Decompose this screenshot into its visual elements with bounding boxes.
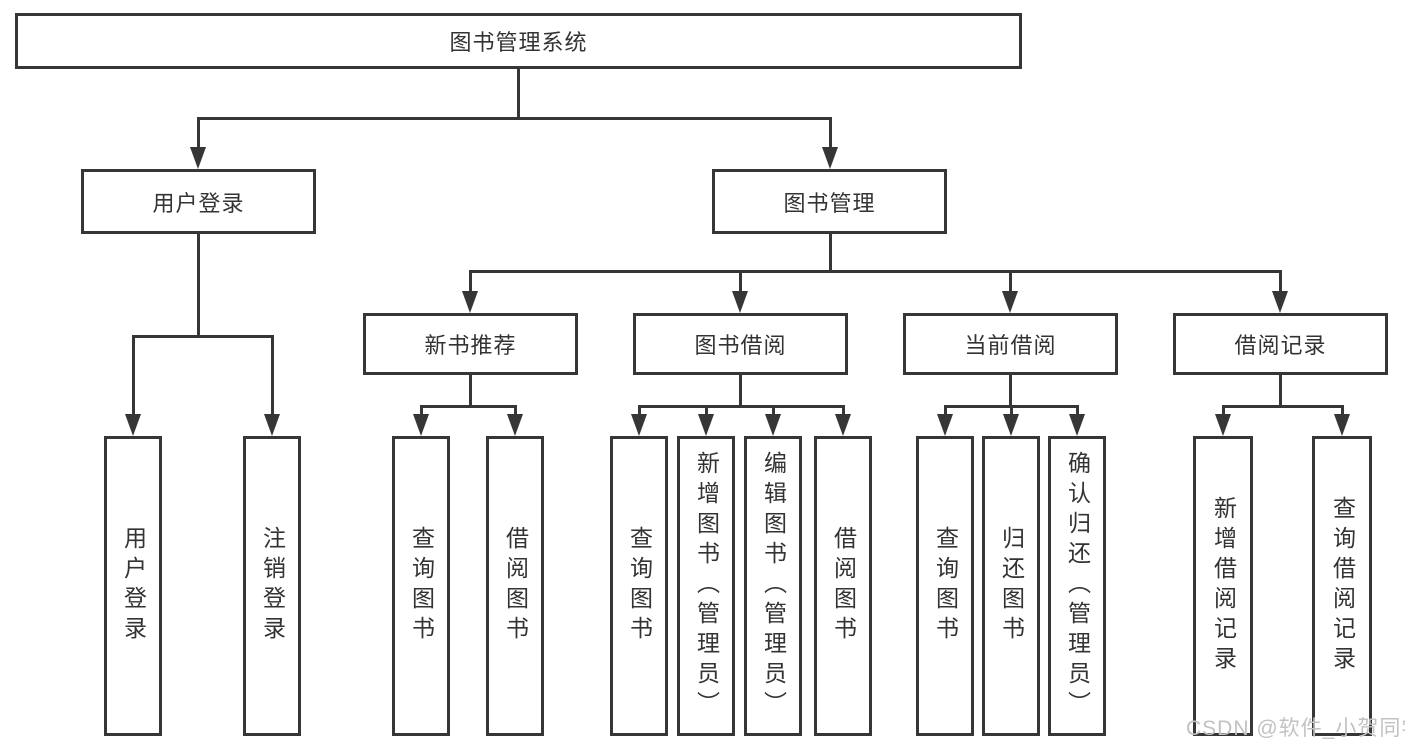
connector-bar-2 bbox=[468, 270, 1282, 273]
node-new_book_rec: 新书推荐 bbox=[363, 313, 578, 375]
node-leaf_add_borrow_record: 新增借阅记录 bbox=[1193, 436, 1253, 736]
arrow-down-icon bbox=[264, 414, 280, 436]
connector-stem-0 bbox=[516, 69, 520, 119]
node-label-leaf_borrow_book_1: 借阅图书 bbox=[502, 526, 529, 646]
connector-stem-2 bbox=[828, 234, 832, 273]
connector-shaft-4-3 bbox=[841, 405, 845, 418]
connector-shaft-0-1 bbox=[828, 117, 832, 151]
node-label-book_mgmt: 图书管理 bbox=[783, 190, 876, 216]
node-leaf_logout: 注销登录 bbox=[243, 436, 301, 736]
arrow-down-icon bbox=[1272, 291, 1288, 313]
node-label-book_borrow: 图书借阅 bbox=[694, 333, 787, 358]
connector-shaft-6-1 bbox=[1340, 405, 1344, 418]
node-leaf_query_book_3: 查询图书 bbox=[916, 436, 974, 736]
connector-shaft-5-0 bbox=[943, 405, 947, 418]
node-label-leaf_edit_book: 编辑图书（管理员） bbox=[760, 451, 787, 721]
connector-shaft-3-0 bbox=[419, 405, 423, 418]
arrow-down-icon bbox=[1069, 414, 1085, 436]
node-leaf_user_login: 用户登录 bbox=[104, 436, 162, 736]
arrow-down-icon bbox=[462, 291, 478, 313]
node-leaf_confirm_return: 确认归还（管理员） bbox=[1048, 436, 1106, 736]
arrow-down-icon bbox=[1215, 414, 1231, 436]
connector-stem-3 bbox=[468, 375, 472, 408]
node-label-leaf_confirm_return: 确认归还（管理员） bbox=[1064, 451, 1091, 721]
node-leaf_borrow_book_2: 借阅图书 bbox=[814, 436, 872, 736]
connector-shaft-1-1 bbox=[270, 335, 274, 418]
connector-shaft-2-0 bbox=[468, 270, 472, 295]
node-borrow_records: 借阅记录 bbox=[1173, 313, 1388, 375]
arrow-down-icon bbox=[631, 414, 647, 436]
node-label-leaf_logout: 注销登录 bbox=[259, 526, 286, 646]
node-label-leaf_borrow_book_2: 借阅图书 bbox=[830, 526, 857, 646]
connector-shaft-2-1 bbox=[738, 270, 742, 295]
node-label-leaf_add_borrow_record: 新增借阅记录 bbox=[1210, 496, 1237, 676]
arrow-down-icon bbox=[1003, 414, 1019, 436]
connector-shaft-2-3 bbox=[1278, 270, 1282, 295]
node-book_borrow: 图书借阅 bbox=[633, 313, 848, 375]
arrow-down-icon bbox=[937, 414, 953, 436]
connector-shaft-4-2 bbox=[771, 405, 775, 418]
node-leaf_edit_book: 编辑图书（管理员） bbox=[744, 436, 802, 736]
arrow-down-icon bbox=[413, 414, 429, 436]
connector-shaft-1-0 bbox=[131, 335, 135, 418]
node-leaf_borrow_book_1: 借阅图书 bbox=[486, 436, 544, 736]
connector-shaft-5-2 bbox=[1075, 405, 1079, 418]
connector-shaft-2-2 bbox=[1008, 270, 1012, 295]
node-label-leaf_query_borrow_record: 查询借阅记录 bbox=[1329, 496, 1356, 676]
node-label-root: 图书管理系统 bbox=[449, 30, 588, 55]
node-leaf_query_book_2: 查询图书 bbox=[610, 436, 668, 736]
connector-shaft-4-1 bbox=[704, 405, 708, 418]
node-label-new_book_rec: 新书推荐 bbox=[424, 333, 517, 358]
connector-bar-6 bbox=[1221, 405, 1344, 408]
node-label-leaf_query_book_2: 查询图书 bbox=[626, 526, 653, 646]
node-leaf_add_book: 新增图书（管理员） bbox=[677, 436, 735, 736]
arrow-down-icon bbox=[822, 147, 838, 169]
connector-stem-1 bbox=[196, 234, 200, 338]
arrow-down-icon bbox=[190, 147, 206, 169]
connector-shaft-3-1 bbox=[513, 405, 517, 418]
arrow-down-icon bbox=[765, 414, 781, 436]
arrow-down-icon bbox=[507, 414, 523, 436]
node-label-leaf_return_book: 归还图书 bbox=[998, 526, 1025, 646]
connector-stem-5 bbox=[1008, 375, 1012, 408]
node-leaf_return_book: 归还图书 bbox=[982, 436, 1040, 736]
node-user_login: 用户登录 bbox=[81, 169, 316, 234]
node-label-borrow_records: 借阅记录 bbox=[1234, 333, 1327, 358]
node-leaf_query_borrow_record: 查询借阅记录 bbox=[1312, 436, 1372, 736]
arrow-down-icon bbox=[1334, 414, 1350, 436]
connector-bar-4 bbox=[637, 405, 845, 408]
node-label-leaf_add_book: 新增图书（管理员） bbox=[693, 451, 720, 721]
arrow-down-icon bbox=[1002, 291, 1018, 313]
node-root: 图书管理系统 bbox=[15, 13, 1022, 69]
arrow-down-icon bbox=[835, 414, 851, 436]
connector-shaft-6-0 bbox=[1221, 405, 1225, 418]
connector-bar-0 bbox=[196, 117, 832, 120]
arrow-down-icon bbox=[125, 414, 141, 436]
node-book_mgmt: 图书管理 bbox=[712, 169, 947, 234]
connector-shaft-5-1 bbox=[1009, 405, 1013, 418]
arrow-down-icon bbox=[732, 291, 748, 313]
node-label-leaf_user_login: 用户登录 bbox=[120, 526, 147, 646]
node-leaf_query_book_1: 查询图书 bbox=[392, 436, 450, 736]
connector-bar-3 bbox=[419, 405, 517, 408]
arrow-down-icon bbox=[698, 414, 714, 436]
connector-shaft-4-0 bbox=[637, 405, 641, 418]
connector-stem-4 bbox=[738, 375, 742, 408]
connector-bar-1 bbox=[131, 335, 274, 338]
node-label-current_borrow: 当前借阅 bbox=[964, 333, 1057, 358]
node-label-leaf_query_book_1: 查询图书 bbox=[408, 526, 435, 646]
node-label-user_login: 用户登录 bbox=[152, 190, 245, 216]
watermark: CSDN @软件_小贺同学 bbox=[1186, 717, 1405, 740]
node-label-leaf_query_book_3: 查询图书 bbox=[932, 526, 959, 646]
connector-shaft-0-0 bbox=[196, 117, 200, 151]
node-current_borrow: 当前借阅 bbox=[903, 313, 1118, 375]
connector-stem-6 bbox=[1278, 375, 1282, 408]
